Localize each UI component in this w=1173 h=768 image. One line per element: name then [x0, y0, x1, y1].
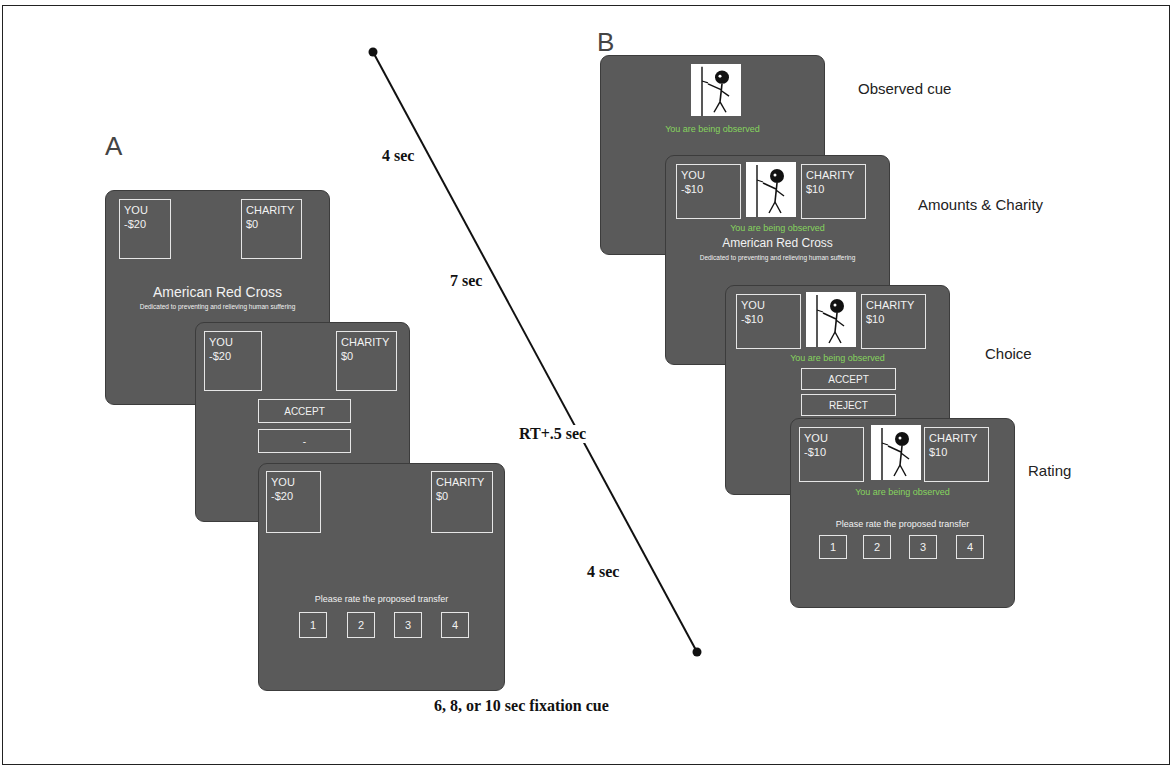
- observer-figure: [746, 162, 796, 217]
- phase-label: Choice: [985, 345, 1032, 362]
- amount-box: YOU-$10: [676, 164, 741, 219]
- duration-label: 4 sec: [585, 563, 621, 581]
- fixation-label: 6, 8, or 10 sec fixation cue: [432, 697, 611, 715]
- box-text: -$20: [124, 217, 146, 231]
- panel-letter: B: [597, 28, 614, 58]
- screen-text: Please rate the proposed transfer: [259, 594, 504, 604]
- rating-box: 3: [909, 535, 937, 559]
- box-text: $10: [806, 182, 824, 196]
- amount-box: CHARITY$10: [801, 164, 866, 219]
- screen-text: You are being observed: [791, 487, 1014, 497]
- box-text: YOU: [681, 168, 705, 182]
- rating-box: 3: [394, 612, 422, 638]
- box-text: 2: [358, 618, 364, 632]
- box-text: 1: [830, 540, 836, 554]
- amount-box: CHARITY$0: [241, 199, 302, 259]
- observer-figure: [871, 425, 921, 480]
- screen-text: American Red Cross: [666, 237, 889, 251]
- box-text: -: [303, 435, 306, 448]
- observer-picture: [746, 162, 796, 217]
- rating-box: 2: [347, 612, 375, 638]
- box-text: 3: [920, 540, 926, 554]
- observer-figure: [806, 292, 856, 347]
- task-screen: You are being observedPlease rate the pr…: [790, 418, 1015, 608]
- box-text: CHARITY: [866, 298, 914, 312]
- screen-text: Dedicated to preventing and relieving hu…: [666, 254, 889, 261]
- box-text: ACCEPT: [284, 405, 325, 418]
- amount-box: YOU-$20: [119, 199, 171, 259]
- choice-button: -: [258, 429, 351, 453]
- observer-figure: [691, 64, 741, 116]
- box-text: -$20: [271, 489, 293, 503]
- rating-box: 1: [299, 612, 327, 638]
- duration-label: RT+.5 sec: [517, 425, 588, 443]
- phase-label: Observed cue: [858, 80, 951, 97]
- choice-button: ACCEPT: [801, 368, 896, 390]
- panel-letter: A: [105, 132, 122, 162]
- box-text: YOU: [741, 298, 765, 312]
- choice-button: ACCEPT: [258, 399, 351, 423]
- choice-button: REJECT: [801, 394, 896, 416]
- box-text: YOU: [804, 431, 828, 445]
- box-text: $0: [341, 349, 353, 363]
- box-text: YOU: [271, 475, 295, 489]
- box-text: 1: [310, 618, 316, 632]
- box-text: $0: [246, 217, 258, 231]
- rating-box: 2: [863, 535, 891, 559]
- box-text: $10: [866, 312, 884, 326]
- screen-text: Dedicated to preventing and relieving hu…: [106, 303, 329, 310]
- box-text: -$10: [681, 182, 703, 196]
- amount-box: YOU-$10: [799, 427, 864, 482]
- box-text: ACCEPT: [828, 373, 869, 386]
- duration-label: 7 sec: [448, 272, 484, 290]
- box-text: REJECT: [829, 399, 868, 412]
- amount-box: CHARITY$10: [861, 294, 926, 349]
- box-text: CHARITY: [806, 168, 854, 182]
- box-text: 3: [405, 618, 411, 632]
- box-text: CHARITY: [929, 431, 977, 445]
- task-screen: Please rate the proposed transfer YOU-$20…: [258, 463, 505, 691]
- figure-border: [3, 6, 1170, 765]
- phase-label: Amounts & Charity: [918, 196, 1043, 213]
- observer-picture: [871, 425, 921, 480]
- box-text: 4: [967, 540, 973, 554]
- box-text: CHARITY: [246, 203, 294, 217]
- duration-label: 4 sec: [380, 147, 416, 165]
- box-text: -$20: [209, 349, 231, 363]
- observer-picture: [691, 64, 741, 116]
- box-text: YOU: [124, 203, 148, 217]
- phase-label: Rating: [1028, 462, 1071, 479]
- amount-box: YOU-$20: [266, 471, 321, 533]
- box-text: 4: [452, 618, 458, 632]
- amount-box: YOU-$20: [204, 331, 262, 391]
- screen-text: Please rate the proposed transfer: [791, 519, 1014, 529]
- box-text: -$10: [741, 312, 763, 326]
- screen-text: You are being observed: [601, 124, 824, 134]
- box-text: CHARITY: [436, 475, 484, 489]
- amount-box: CHARITY$0: [431, 471, 493, 533]
- screen-text: American Red Cross: [106, 284, 329, 300]
- rating-box: 4: [441, 612, 469, 638]
- box-text: $0: [436, 489, 448, 503]
- rating-box: 4: [956, 535, 984, 559]
- amount-box: CHARITY$0: [336, 331, 397, 391]
- box-text: CHARITY: [341, 335, 389, 349]
- box-text: $10: [929, 445, 947, 459]
- observer-picture: [806, 292, 856, 347]
- rating-box: 1: [819, 535, 847, 559]
- timeline-dot: [369, 48, 378, 57]
- box-text: YOU: [209, 335, 233, 349]
- amount-box: YOU-$10: [736, 294, 801, 349]
- screen-text: You are being observed: [666, 223, 889, 233]
- screen-text: You are being observed: [726, 353, 949, 363]
- timeline-dot: [693, 648, 702, 657]
- box-text: -$10: [804, 445, 826, 459]
- amount-box: CHARITY$10: [924, 427, 989, 482]
- box-text: 2: [874, 540, 880, 554]
